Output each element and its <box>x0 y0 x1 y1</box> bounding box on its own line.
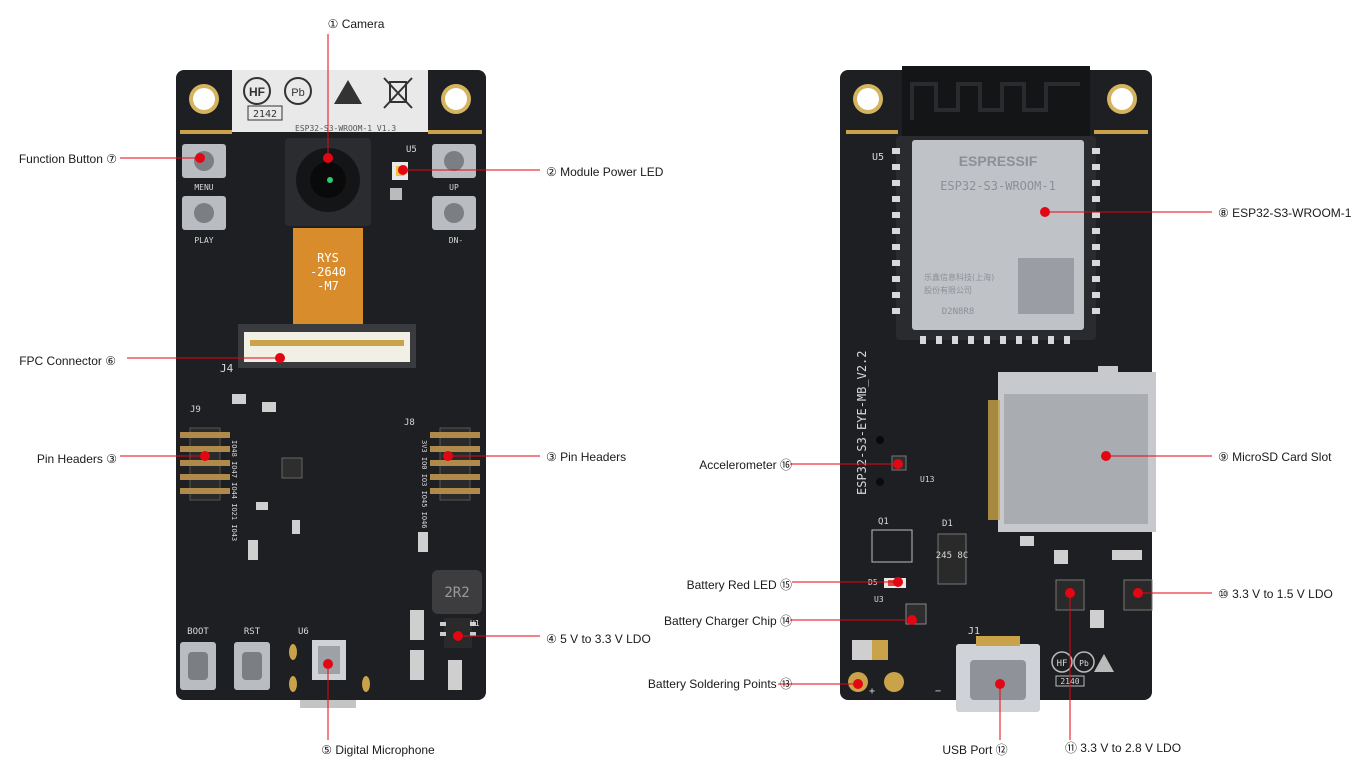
inductor-part <box>432 570 482 614</box>
right-pin-header-part <box>430 427 480 501</box>
label-pin-headers-left: Pin Headers ③ <box>36 452 117 466</box>
right-pin-names-silk: 3V3 IO0 IO3 IO45 IO46 <box>420 440 428 529</box>
j9-silk: J9 <box>190 405 201 415</box>
label-accelerometer: Accelerometer ⑯ <box>699 458 792 472</box>
left-pin-names-silk: IO48 IO47 IO44 IO21 IO43 <box>230 440 238 541</box>
rst-button-part <box>234 642 270 690</box>
label-fpc-connector: FPC Connector ⑥ <box>19 354 116 368</box>
u6-silk: U6 <box>298 627 309 637</box>
j8-silk: J8 <box>404 418 415 428</box>
callout-lines <box>120 34 1212 740</box>
label-esp32-module: ⑧ ESP32-S3-WROOM-1 <box>1218 206 1352 220</box>
label-microsd-slot: ⑨ MicroSD Card Slot <box>1218 450 1332 464</box>
camera-flex-cable <box>293 228 363 324</box>
d1-silk: D1 <box>942 519 953 529</box>
front-date-code: 2142 <box>253 109 277 120</box>
microsd-slot-part <box>988 366 1156 532</box>
module-brand: ESPRESSIF <box>959 153 1038 169</box>
flex-line-2: -2640 <box>310 265 346 279</box>
dn-button-part <box>432 196 476 230</box>
u5-silk: U5 <box>406 145 417 155</box>
up-silk: UP <box>449 183 459 192</box>
label-battery-red-led: Battery Red LED ⑮ <box>686 578 792 592</box>
module-cn-2: 股份有限公司 <box>924 285 972 295</box>
inductor-silk: 2R2 <box>444 585 469 601</box>
module-qr-code <box>1018 258 1074 314</box>
front-module-strip-text: ESP32-S3-WROOM-1 V1.3 <box>295 124 396 133</box>
label-5v-to-33v-ldo: ④ 5 V to 3.3 V LDO <box>546 632 651 646</box>
rst-silk: RST <box>244 627 261 637</box>
boot-button-part <box>180 642 216 690</box>
label-function-button: Function Button ⑦ <box>18 152 117 166</box>
q1-silk: Q1 <box>878 517 889 527</box>
module-lot: D2N8R8 <box>942 307 975 317</box>
back-u5-silk: U5 <box>872 152 884 163</box>
plus-silk: + <box>869 686 875 697</box>
menu-silk: MENU <box>194 183 213 192</box>
weee-bin-icon <box>383 77 413 109</box>
j1-silk: J1 <box>968 626 980 637</box>
j4-silk: J4 <box>220 362 234 375</box>
front-board: HF Pb 2142 ESP32-S3-WROOM-1 V1.3 MENU PL… <box>176 70 486 708</box>
board-name-silk: ESP32-S3-EYE-MB_V2.2 <box>855 351 869 496</box>
module-name: ESP32-S3-WROOM-1 <box>940 179 1056 193</box>
label-usb-port: USB Port ⑫ <box>942 743 1008 757</box>
back-esd-icon <box>1094 654 1114 672</box>
dn-silk: DN- <box>449 236 463 245</box>
flex-line-1: RYS <box>317 251 339 265</box>
hf-mark: HF <box>249 85 265 99</box>
label-battery-soldering-points: Battery Soldering Points ⑬ <box>647 677 792 691</box>
label-battery-charger-chip: Battery Charger Chip ⑭ <box>663 614 792 628</box>
module-cn-1: 乐鑫信息科技(上海) <box>924 272 994 282</box>
u1-silk: U1 <box>470 619 480 628</box>
play-button-part <box>182 196 226 230</box>
label-33v-to-28v-ldo: ⑪ 3.3 V to 2.8 V LDO <box>1064 741 1182 755</box>
back-pb-mark: Pb <box>1079 659 1089 668</box>
u13-silk: U13 <box>920 475 935 484</box>
fpc-connector-part <box>238 324 416 368</box>
pb-mark: Pb <box>291 87 304 99</box>
module-pads <box>892 148 1100 344</box>
up-button-part <box>432 144 476 178</box>
left-pin-header-part <box>180 427 230 501</box>
play-silk: PLAY <box>194 236 213 245</box>
label-camera: ① Camera <box>327 17 385 31</box>
antenna-area <box>902 66 1090 136</box>
usb-port-part <box>956 636 1040 712</box>
label-pin-headers-right: ③ Pin Headers <box>546 450 627 464</box>
camera-module-part <box>285 138 371 226</box>
label-module-power-led: ② Module Power LED <box>546 165 664 179</box>
minus-silk: − <box>935 686 941 697</box>
label-33v-to-15v-ldo: ⑩ 3.3 V to 1.5 V LDO <box>1218 587 1333 601</box>
callout-dots <box>195 153 1143 689</box>
label-digital-microphone: ⑤ Digital Microphone <box>321 743 435 757</box>
u3-silk: U3 <box>874 595 884 604</box>
battery-minus-pad <box>884 672 904 692</box>
back-board: U5 ESPRESSIF ESP32-S3-WROOM-1 乐鑫信息科技(上海)… <box>840 66 1156 712</box>
diode-silk: 245 8C <box>936 551 969 561</box>
esd-warning-icon <box>334 80 362 104</box>
boot-silk: BOOT <box>187 627 209 637</box>
flex-line-3: -M7 <box>317 279 339 293</box>
back-hf-mark: HF <box>1057 659 1068 669</box>
